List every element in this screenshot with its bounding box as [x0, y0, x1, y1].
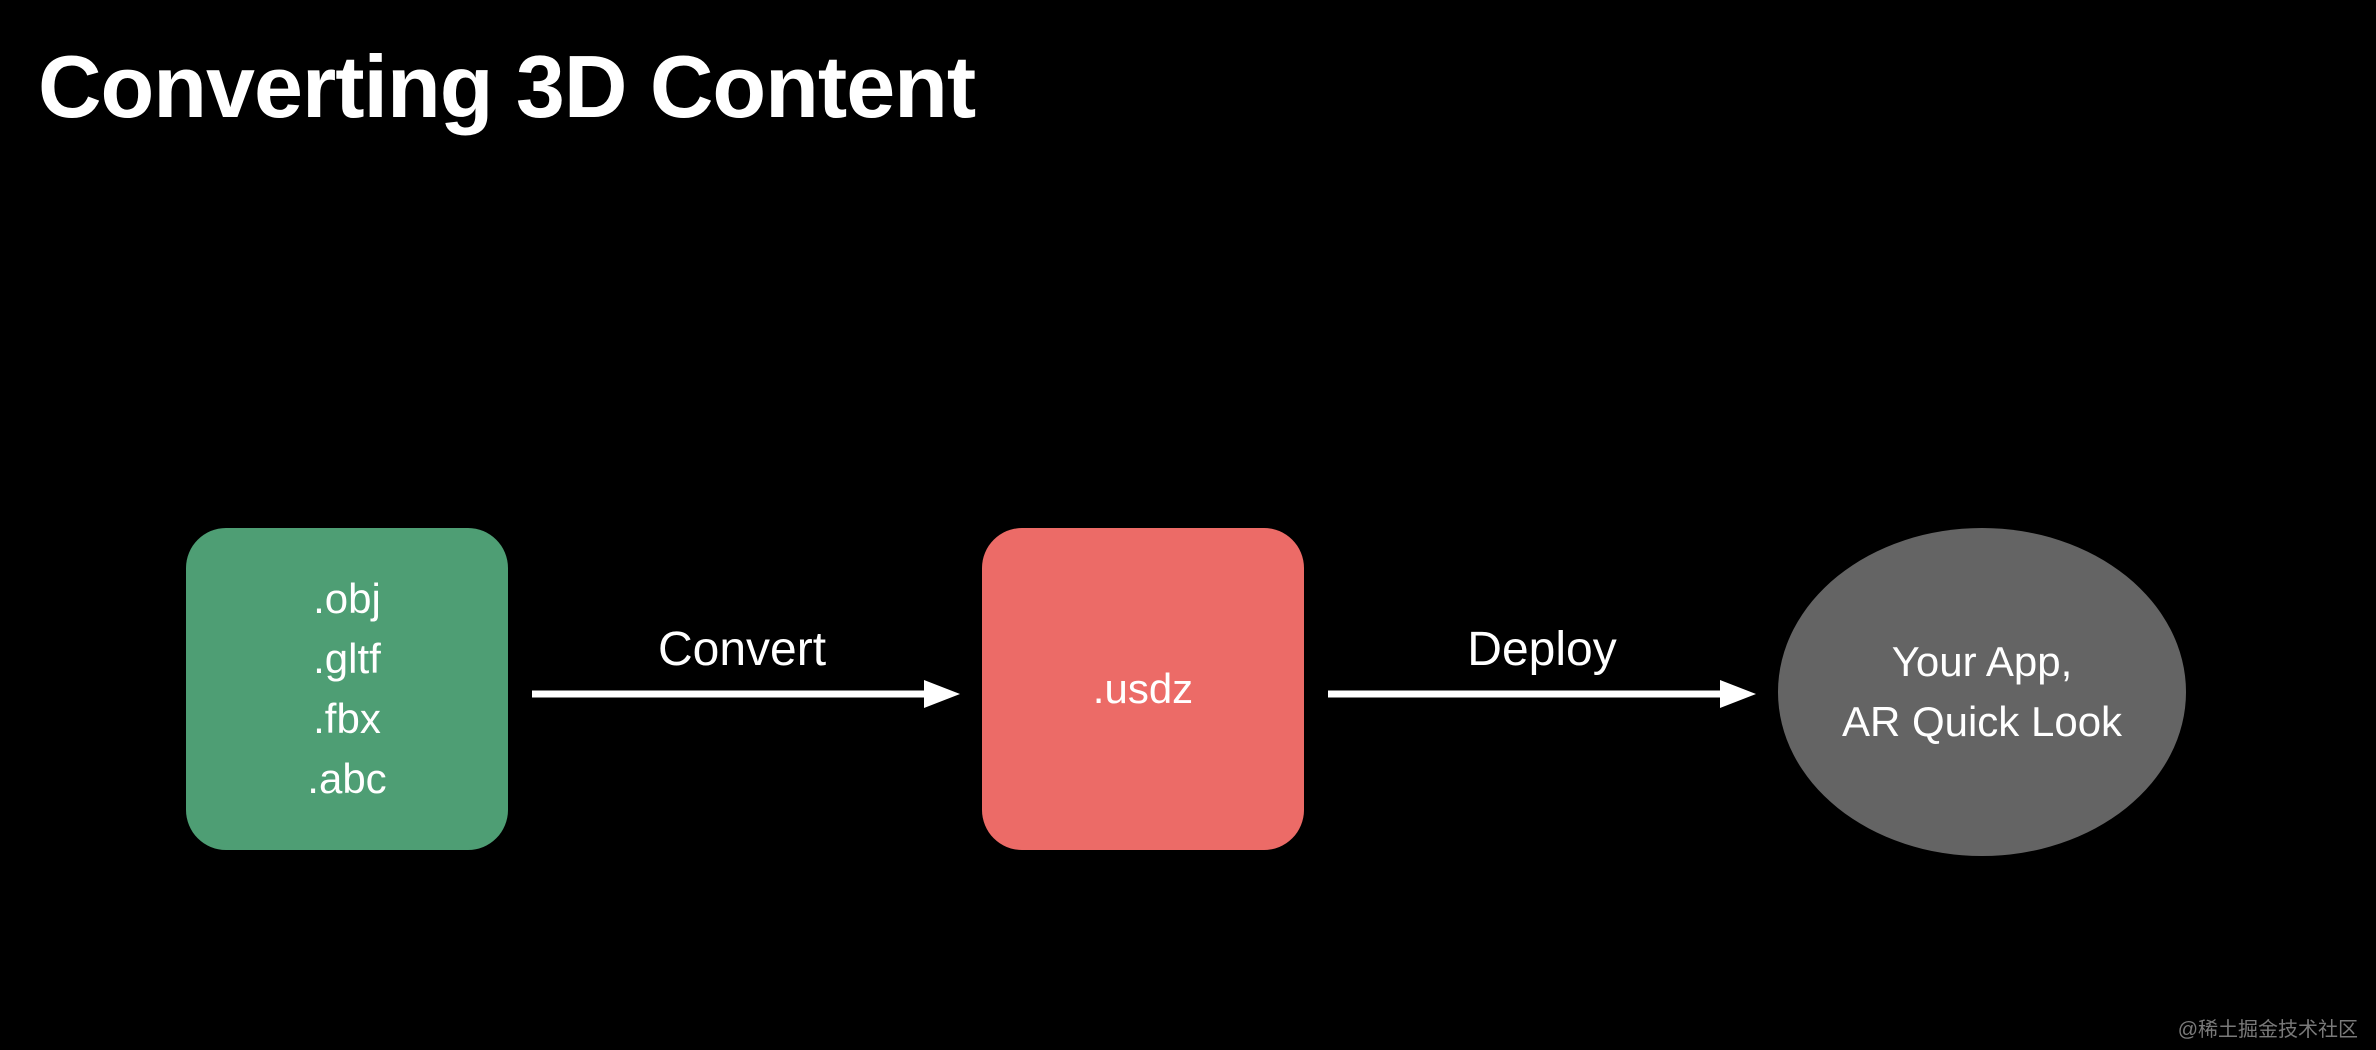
deploy-arrowhead	[1720, 680, 1756, 708]
ar-quick-look-label: AR Quick Look	[1841, 698, 2123, 745]
deploy-edge-label: Deploy	[1467, 623, 1617, 676]
convert-arrowhead	[924, 680, 960, 708]
format-obj-label: .obj	[313, 575, 381, 622]
usdz-node: .usdz	[982, 528, 1304, 850]
format-abc-label: .abc	[307, 755, 387, 802]
convert-edge-label: Convert	[657, 623, 827, 676]
watermark: @稀土掘金技术社区	[2177, 1019, 2358, 1041]
convert-arrow	[532, 680, 960, 708]
target-app-node: Your App, AR Quick Look	[1778, 528, 2186, 856]
deploy-arrow	[1328, 680, 1756, 708]
your-app-label: Your App,	[1891, 638, 2073, 685]
source-formats-node: .obj .gltf .fbx .abc	[186, 528, 508, 850]
usdz-label: .usdz	[1092, 665, 1194, 712]
slide-title: Converting 3D Content	[38, 37, 976, 136]
format-fbx-label: .fbx	[313, 695, 381, 742]
format-gltf-label: .gltf	[313, 635, 381, 682]
